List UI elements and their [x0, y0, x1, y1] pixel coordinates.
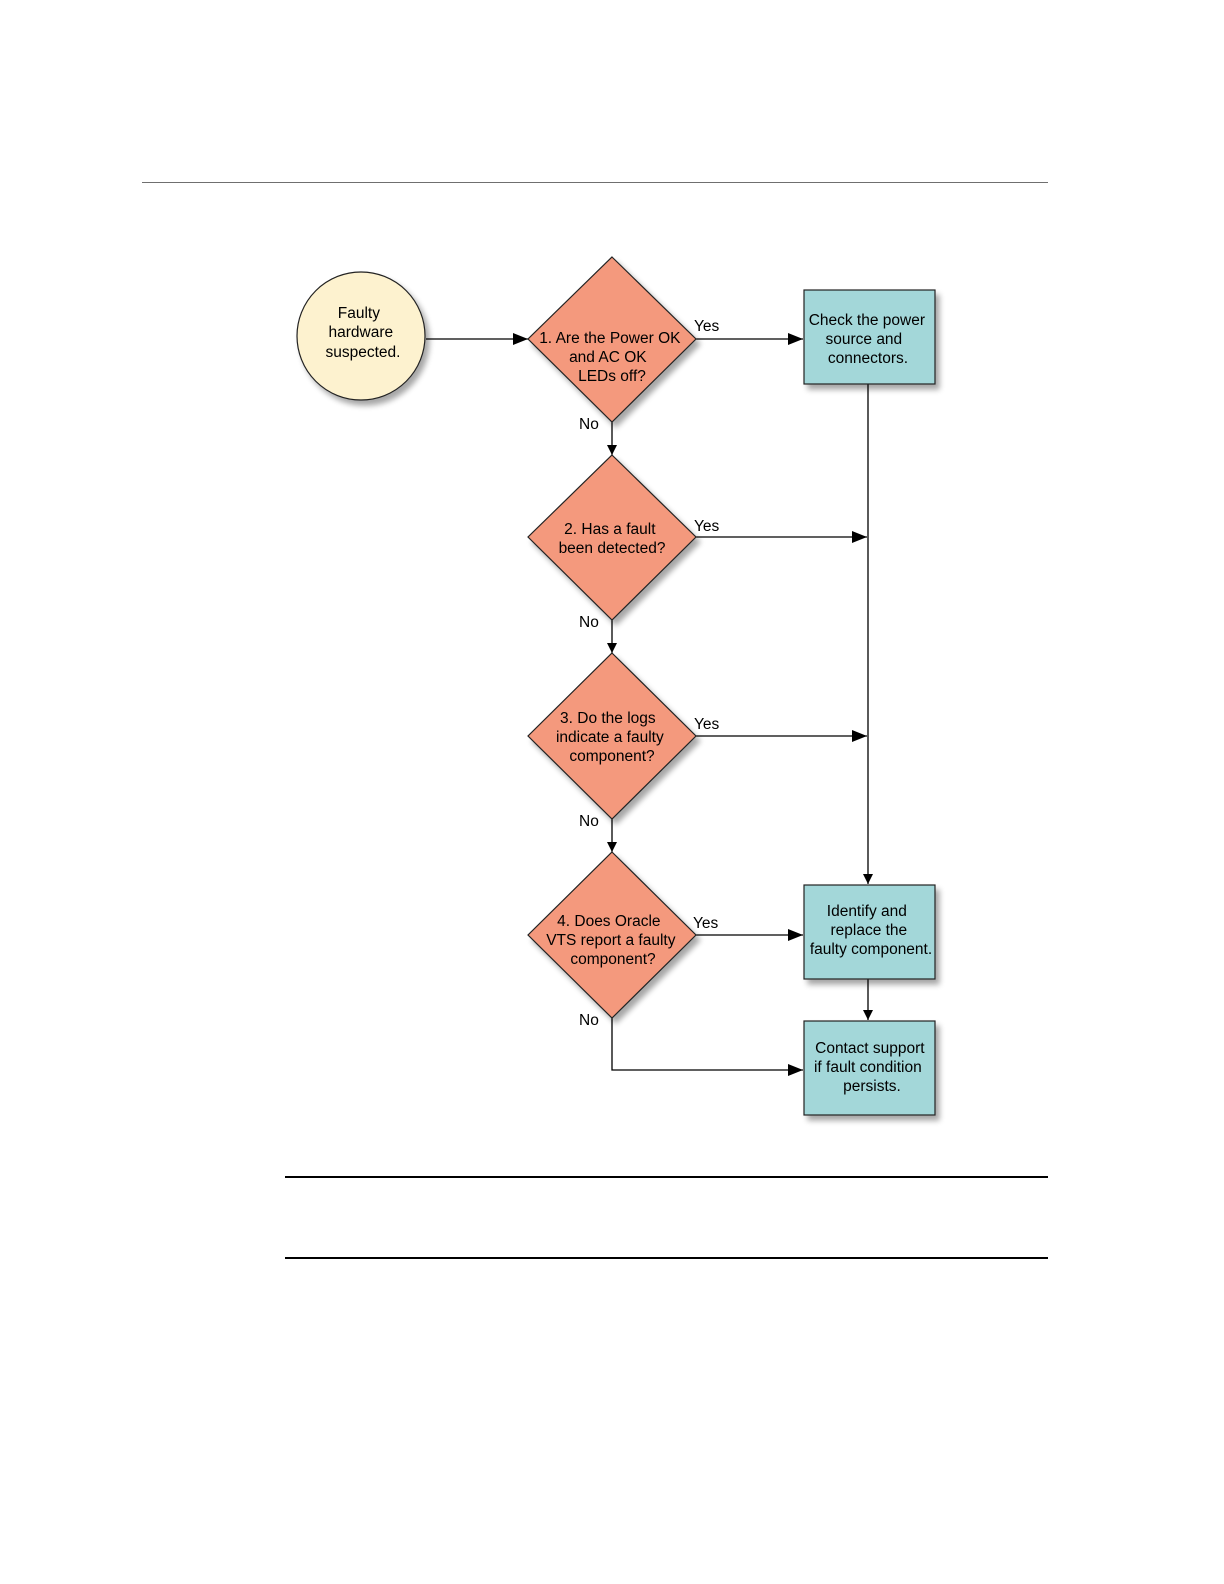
caption-rule-top: [285, 1176, 1048, 1178]
svg-text:2. Has a fault been dete: 2. Has a fault been detected?: [559, 521, 666, 557]
process-check-power: Check the power source and connectors.: [803, 289, 936, 385]
decision-2-diamond: [527, 454, 697, 621]
decision-4-no-label: No: [579, 1012, 599, 1029]
svg-text:Check the power source a: Check the power source and connectors.: [809, 312, 930, 367]
svg-text:1. Are the Power OK and: 1. Are the Power OK and AC OK LEDs off?: [539, 330, 685, 385]
decision-3-yes-label: Yes: [694, 716, 720, 733]
start-line-1: Faulty: [338, 305, 380, 322]
process-3-line-1: Contact support: [815, 1040, 925, 1057]
svg-text:3. Do the logs indicate: 3. Do the logs indicate a faulty compone…: [556, 710, 668, 765]
svg-text:Contact support if fault: Contact support if fault condition persi…: [814, 1040, 929, 1095]
decision-4-diamond: [527, 851, 697, 1019]
process-replace-component: Identify and replace the faulty componen…: [803, 884, 936, 980]
decision-4-yes-label: Yes: [693, 915, 719, 932]
svg-text:4. Does Oracle VTS repor: 4. Does Oracle VTS report a faulty compo…: [546, 913, 680, 968]
start-node: Faulty hardware suspected.: [296, 271, 426, 401]
start-line-3: suspected.: [326, 344, 401, 361]
process-2-line-2: replace the: [830, 922, 907, 939]
decision-1: 1. Are the Power OK and AC OK LEDs off? …: [527, 256, 720, 433]
decision-3-line-3: component?: [569, 748, 655, 765]
decision-3-line-1: 3. Do the logs: [560, 710, 656, 727]
decision-2-yes-label: Yes: [694, 518, 720, 535]
process-2-box: [803, 884, 936, 980]
process-1-line-1: Check the power: [809, 312, 925, 329]
process-3-line-3: persists.: [843, 1078, 901, 1095]
svg-text:Faulty hardware su: Faulty hardware suspected.: [326, 305, 401, 361]
process-3-box: [803, 1020, 936, 1116]
decision-2: 2. Has a fault been detected? Yes No: [527, 454, 720, 631]
process-1-line-2: source and: [825, 331, 902, 348]
process-1-line-3: connectors.: [828, 350, 908, 367]
process-2-line-3: faulty component.: [810, 941, 932, 958]
decision-3-no-label: No: [579, 813, 599, 830]
svg-text:Identify and replace the: Identify and replace the faulty componen…: [810, 903, 932, 958]
decision-1-diamond: [527, 256, 697, 423]
process-2-line-1: Identify and: [827, 903, 907, 920]
start-circle: [296, 271, 426, 401]
decision-1-yes-label: Yes: [694, 318, 720, 335]
decision-2-no-label: No: [579, 614, 599, 631]
decision-1-line-2: and AC OK: [569, 349, 647, 366]
decision-1-no-label: No: [579, 416, 599, 433]
decision-4: 4. Does Oracle VTS report a faulty compo…: [527, 851, 719, 1029]
header-rule: [142, 182, 1048, 183]
decision-4-line-3: component?: [570, 951, 656, 968]
decision-2-line-2: been detected?: [559, 540, 666, 557]
process-3-line-2: if fault condition: [814, 1059, 922, 1076]
process-1-box: [803, 289, 936, 385]
decision-1-line-1: 1. Are the Power OK: [539, 330, 681, 347]
connectors: [426, 333, 873, 1076]
decision-3-line-2: indicate a faulty: [556, 729, 664, 746]
process-contact-support: Contact support if fault condition persi…: [803, 1020, 936, 1116]
decision-3-diamond: [527, 652, 697, 820]
decision-4-line-1: 4. Does Oracle: [557, 913, 660, 930]
start-line-2: hardware: [329, 324, 394, 341]
decision-4-line-2: VTS report a faulty: [546, 932, 675, 949]
decision-2-line-1: 2. Has a fault: [564, 521, 656, 538]
decision-3: 3. Do the logs indicate a faulty compone…: [527, 652, 720, 830]
edge-d4-no-to-p3: [611, 1018, 803, 1076]
caption-rule-bottom: [285, 1257, 1048, 1259]
decision-1-line-3: LEDs off?: [578, 368, 646, 385]
